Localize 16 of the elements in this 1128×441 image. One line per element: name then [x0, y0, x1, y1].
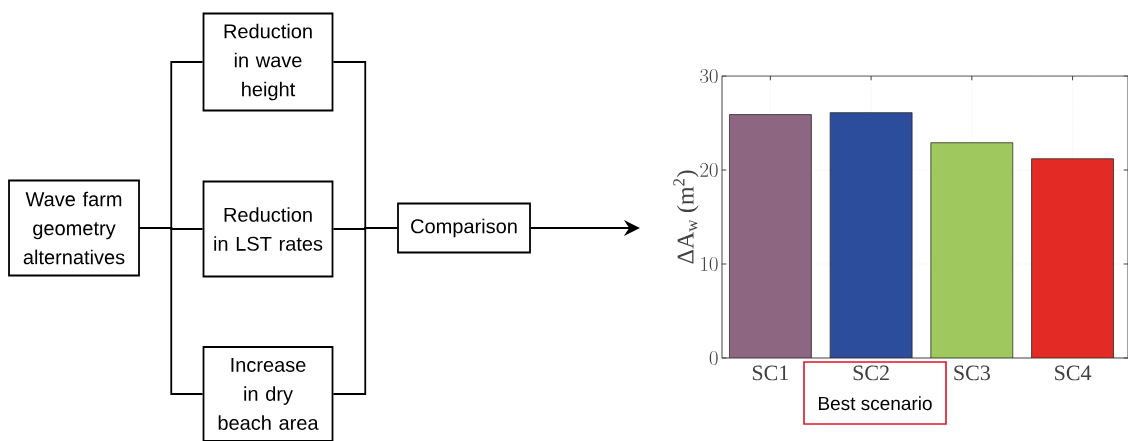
x-tick-label: SC3 [954, 365, 990, 381]
y-tick-label: 10 [701, 256, 718, 271]
y-tick-label: 20 [700, 162, 718, 178]
x-tick-label: SC4 [1055, 365, 1092, 381]
x-tick-label: SC2 [853, 365, 889, 381]
y-tick-label: 30 [700, 68, 718, 84]
x-tick-label: SC1 [752, 365, 788, 381]
process-box: Reduction in LST rates [202, 180, 334, 278]
process-box: Reduction in wave height [202, 12, 334, 112]
process-box: Increase in dry beach area [202, 346, 334, 441]
y-tick-label: 0 [709, 350, 718, 365]
process-box: Wave farm geometry alternatives [8, 179, 140, 277]
process-box: Comparison [397, 202, 531, 254]
connector-line [332, 227, 398, 395]
connector-line [139, 227, 204, 395]
y-axis-title: ΔA$_{w}$ (m$^{2}$) [673, 170, 699, 264]
